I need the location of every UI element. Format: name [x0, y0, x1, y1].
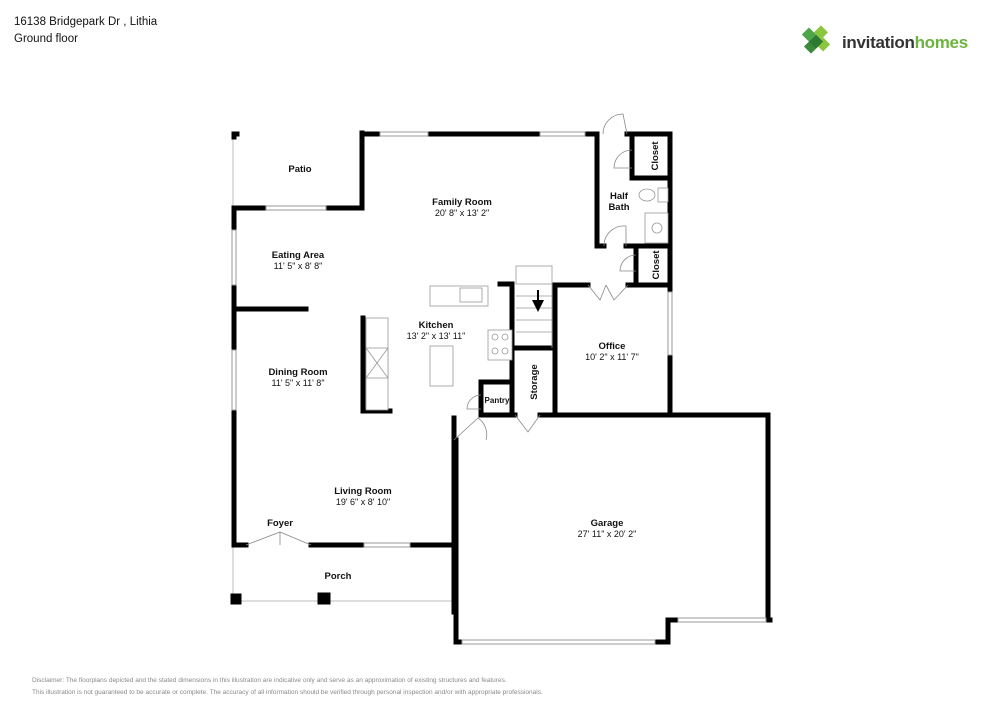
- room-label-half-bath-1: Half: [610, 191, 629, 202]
- room-label-eating-area: Eating Area: [272, 250, 325, 261]
- floor-label: Ground floor: [14, 33, 78, 45]
- walls: [230, 130, 773, 645]
- room-label-storage: Storage: [529, 364, 540, 399]
- brand-word-homes: homes: [914, 33, 969, 52]
- room-dims-dining-room: 11' 5" x 11' 8": [271, 378, 324, 388]
- room-label-garage: Garage: [591, 518, 624, 529]
- property-address: 16138 Bridgepark Dr , Lithia: [14, 16, 158, 28]
- room-label-closet-top: Closet: [650, 141, 661, 171]
- windows: [231, 131, 767, 645]
- disclaimer-line-2: This illustration is not guaranteed to b…: [32, 689, 543, 696]
- brand-wordmark: invitationhomes: [842, 33, 968, 53]
- doors: [245, 113, 637, 546]
- room-dims-eating-area: 11' 5" x 8' 8": [274, 261, 323, 271]
- stair-down-arrow-icon: [532, 290, 544, 312]
- room-label-closet-mid: Closet: [651, 250, 662, 280]
- room-dims-garage: 27' 11" x 20' 2": [578, 529, 637, 539]
- brand-word-invitation: invitation: [842, 33, 915, 52]
- room-dims-living-room: 19' 6" x 8' 10": [336, 497, 390, 507]
- room-dims-office: 10' 2" x 11' 7": [585, 352, 639, 362]
- disclaimer-line-1: Disclaimer: The floorplans depicted and …: [32, 677, 507, 684]
- header: 16138 Bridgepark Dr , Lithia Ground floo…: [14, 14, 157, 48]
- room-label-foyer: Foyer: [267, 518, 293, 529]
- room-dims-family-room: 20' 8" x 13' 2": [435, 208, 489, 218]
- room-label-family-room: Family Room: [432, 197, 492, 208]
- room-label-pantry: Pantry: [485, 396, 510, 405]
- brand-logo: invitationhomes: [798, 25, 968, 61]
- room-label-office: Office: [599, 341, 626, 352]
- disclaimer: Disclaimer: The floorplans depicted and …: [32, 675, 543, 699]
- room-label-patio: Patio: [288, 164, 311, 175]
- room-label-living-room: Living Room: [334, 486, 392, 497]
- room-dims-kitchen: 13' 2" x 13' 11": [407, 331, 466, 341]
- room-label-porch: Porch: [325, 571, 352, 582]
- room-label-half-bath-2: Bath: [608, 202, 629, 213]
- room-label-kitchen: Kitchen: [419, 320, 454, 331]
- clover-diamond-logo-icon: [801, 25, 831, 54]
- fixtures: [365, 187, 669, 411]
- room-label-dining-room: Dining Room: [268, 367, 327, 378]
